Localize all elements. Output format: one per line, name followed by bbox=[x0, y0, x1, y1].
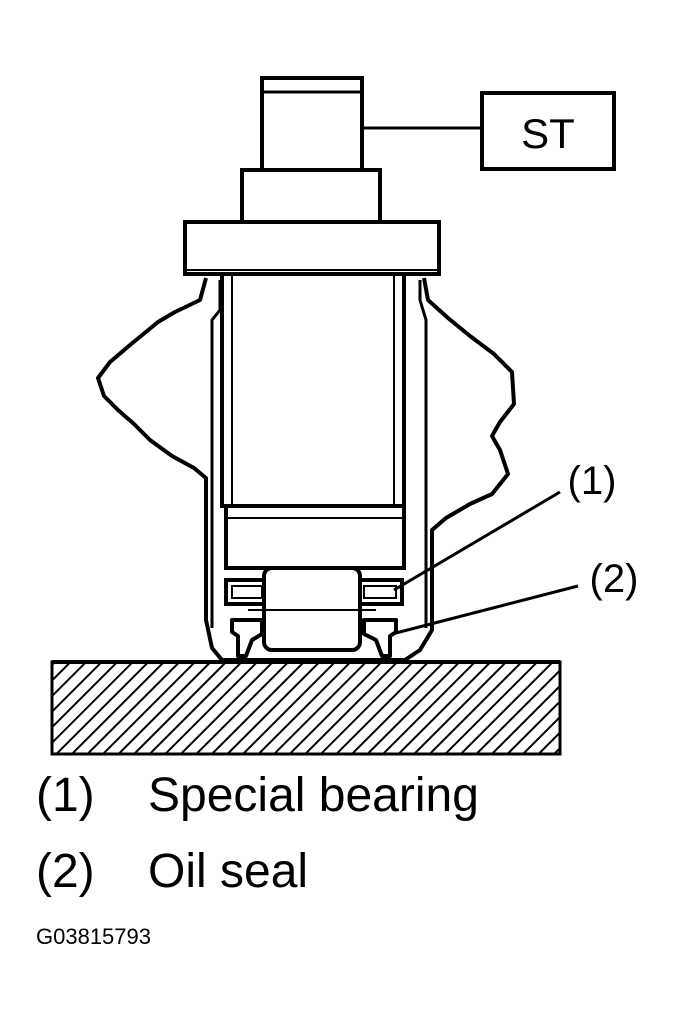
callout-2-leader bbox=[391, 584, 579, 636]
legend-number: (1) bbox=[36, 769, 95, 822]
special-bearing-right bbox=[356, 578, 404, 606]
oil-seal-left bbox=[230, 618, 264, 658]
legend-item-oil-seal: (2) Oil seal bbox=[36, 848, 308, 896]
legend-text: Special bearing bbox=[148, 769, 479, 822]
callout-2-label: (2) bbox=[590, 557, 639, 601]
base-plate bbox=[50, 660, 562, 756]
legend-text: Oil seal bbox=[148, 845, 309, 898]
oil-seal-right bbox=[362, 618, 398, 658]
legend-item-special-bearing: (1) Special bearing bbox=[36, 772, 479, 820]
tool-flange bbox=[183, 220, 441, 276]
callout-1-leader bbox=[393, 490, 561, 592]
figure-code: G03815793 bbox=[36, 924, 151, 949]
tool-middle-block bbox=[240, 168, 382, 224]
tool-lower-ring bbox=[224, 504, 406, 570]
installation-diagram: ST (1) (2) bbox=[50, 76, 639, 756]
tool-cylinder bbox=[220, 272, 406, 508]
st-label: ST bbox=[521, 110, 575, 157]
legend-number: (2) bbox=[36, 845, 95, 898]
st-label-box bbox=[480, 91, 616, 171]
callout-1-label: (1) bbox=[568, 459, 617, 503]
